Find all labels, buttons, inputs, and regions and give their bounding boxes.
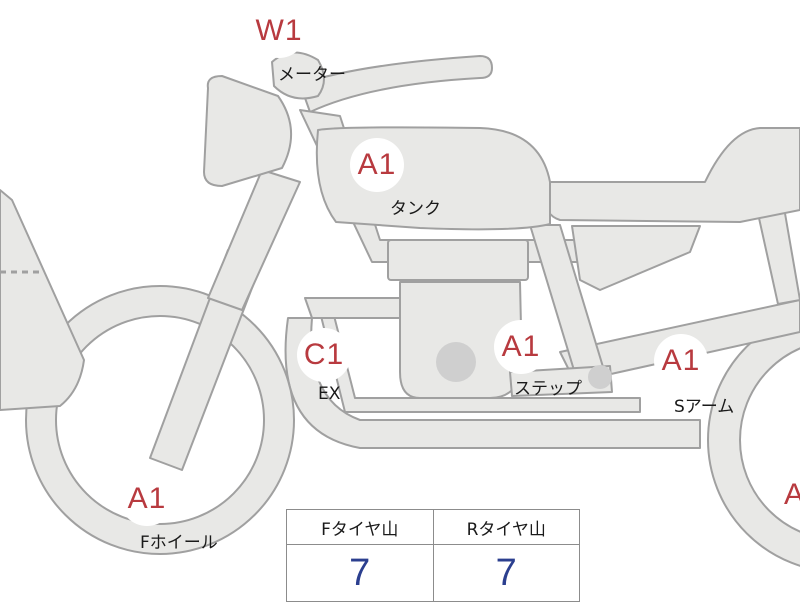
foot-peg: [588, 365, 612, 389]
r-tire-value: 7: [432, 544, 580, 602]
f-wheel-grade: A1: [127, 482, 167, 515]
meter-grade: W1: [255, 14, 303, 47]
ex-label: EX: [318, 384, 341, 404]
step-label: ステップ: [514, 379, 582, 399]
ex-grade-badge: C1: [297, 328, 351, 382]
ex-grade: C1: [303, 338, 345, 371]
tank-grade: A1: [357, 148, 397, 181]
table-header-row: Fタイヤ山 Rタイヤ山: [286, 509, 580, 545]
engine-cover: [436, 342, 476, 382]
headlight: [203, 75, 293, 187]
meter-label: メーター: [278, 65, 346, 85]
f-tire-value: 7: [286, 544, 434, 602]
step-grade-badge: A1: [494, 320, 548, 374]
engine-head: [387, 239, 529, 281]
handlebar: [299, 55, 493, 113]
table-value-row: 7 7: [286, 544, 580, 602]
f-wheel-grade-badge: A1: [120, 472, 174, 526]
seat: [543, 127, 800, 223]
step-grade: A1: [501, 330, 541, 363]
s-arm-grade: A1: [661, 344, 701, 377]
front-fender: [0, 189, 85, 411]
meter-grade-badge: W1: [252, 4, 306, 58]
r-wheel-grade: A: [784, 478, 800, 511]
s-arm-grade-badge: A1: [654, 334, 708, 388]
s-arm-label: Sアーム: [674, 397, 735, 417]
r-tire-header: Rタイヤ山: [432, 509, 580, 545]
tank-label: タンク: [390, 199, 441, 219]
f-wheel-label: Fホイール: [140, 533, 218, 553]
tank-grade-badge: A1: [350, 138, 404, 192]
tire-tread-table: Fタイヤ山 Rタイヤ山 7 7: [286, 509, 580, 602]
f-tire-header: Fタイヤ山: [286, 509, 434, 545]
